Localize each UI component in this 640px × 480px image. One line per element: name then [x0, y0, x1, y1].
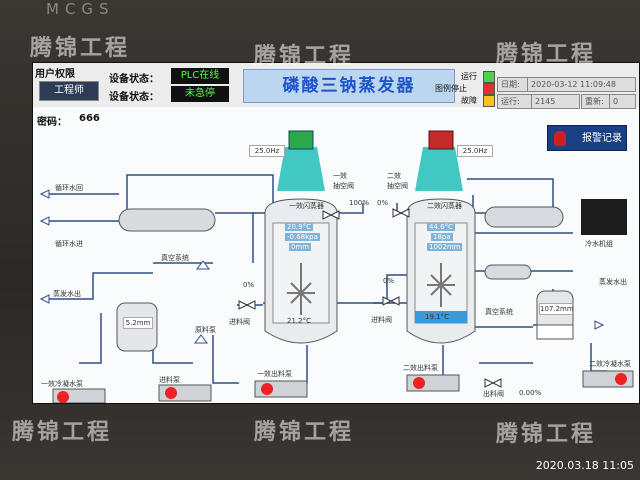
password-value: 666 — [79, 113, 100, 124]
legend-stop-led — [483, 83, 495, 95]
evaporator-2-mist — [415, 147, 463, 191]
photo-timestamp: 2020.03.18 11:05 — [535, 459, 634, 472]
evaporator-2-level-fill — [415, 311, 467, 323]
evaporator-1-mist — [277, 147, 325, 191]
tank-2-value: 107.2mm — [539, 303, 574, 315]
raw-material-pump-label: 原料泵 — [195, 326, 216, 334]
watermark-top-right: 腾锦工程 — [496, 42, 597, 67]
motor-2 — [428, 130, 454, 150]
tank-2-level — [536, 324, 574, 340]
legend-run-led — [483, 71, 495, 83]
evaporator-1-level-small: 0mm — [289, 243, 312, 251]
alarm-record-button[interactable]: 报警记录 — [547, 125, 627, 151]
vacuum-valve-1-pct: 100% — [349, 199, 370, 207]
user-permission-label: 用户权限 — [35, 69, 75, 80]
feed-valve-1-pct: 0% — [243, 281, 255, 289]
feed-valve-2-pct: 0% — [383, 277, 395, 285]
vacuum-valve-2-label: 二效 抽空阀 — [387, 172, 408, 190]
vacuum-valve-1-label: 一效 抽空阀 — [333, 172, 354, 190]
evaporator-1-label: 一效闪蒸器 — [289, 202, 324, 210]
vacuum-system-2-label: 真空系统 — [485, 308, 513, 316]
motor2-frequency: 25.0Hz — [457, 145, 493, 157]
cold-machine-label: 冷水机组 — [585, 240, 613, 248]
feed-valve-2-icon — [382, 296, 393, 306]
evaporator-2-label: 二效闪蒸器 — [427, 202, 462, 210]
vacuum-valve-2-pct: 0% — [377, 199, 389, 207]
agitator-2 — [427, 263, 455, 307]
evaporator-2-temp: 44.6°C — [427, 223, 455, 231]
steam-out-2-label: 蒸发水出 — [599, 278, 627, 286]
alarm-bell-icon — [554, 131, 566, 146]
evaporator-2-pressure: 18pa — [431, 233, 453, 241]
estop-status-indicator: 未急停 — [171, 86, 229, 102]
condenser-3 — [484, 264, 532, 280]
watermark-bottom-right: 腾锦工程 — [496, 422, 597, 447]
watermark-top-left: 腾锦工程 — [30, 36, 131, 61]
motor-1 — [288, 130, 314, 150]
password-label: 密码： — [37, 117, 67, 128]
run-value: 2145 — [531, 94, 580, 109]
feed-valve-1-icon — [238, 300, 249, 310]
evaporator-1-temp: 20.9°C — [285, 223, 313, 231]
feed-valve-2-label: 进料阀 — [371, 316, 392, 324]
pump-4-status-icon — [413, 377, 425, 389]
out-pump-1-label: 一效出料泵 — [257, 370, 292, 378]
flow-arrows — [39, 189, 605, 344]
motor1-frequency: 25.0Hz — [249, 145, 285, 157]
vacuum-valve-1-icon — [322, 210, 333, 220]
pump-2-status-icon — [165, 387, 177, 399]
pumps — [52, 370, 634, 403]
evaporator-1-pressure: -0.68kpa — [285, 233, 320, 241]
engineer-button[interactable]: 工程师 — [39, 81, 99, 101]
watermark-top-center: 腾锦工程 — [254, 44, 355, 69]
feed-pump-label: 进料泵 — [159, 376, 180, 384]
process-diagram — [39, 130, 634, 403]
circulating-water-in-label: 循环水进 — [55, 240, 83, 248]
agitator-1 — [287, 263, 315, 315]
flow-value: 0.00% — [519, 389, 542, 397]
device-status-label-2: 设备状态： — [109, 92, 159, 103]
qty-value: 0 — [609, 94, 636, 109]
condensate-pump-1-label: 一效冷凝水泵 — [41, 380, 83, 388]
watermark-bottom-center: 腾锦工程 — [254, 420, 355, 445]
date-value: 2020-03-12 11:09:48 — [527, 77, 636, 92]
cold-machine — [581, 199, 627, 235]
out-valve-label: 出料阀 — [483, 390, 504, 398]
evaporator-2-level-small: 1002mm — [427, 243, 463, 251]
vacuum-valve-2-icon — [392, 208, 403, 218]
condenser-2 — [484, 206, 564, 228]
vacuum-system-label: 真空系统 — [161, 254, 189, 262]
device-status-label-1: 设备状态： — [109, 74, 159, 85]
condensate-pump-2-label: 二效冷凝水泵 — [589, 360, 631, 368]
hmi-screen: 用户权限 工程师 设备状态： PLC在线 设备状态： 未急停 磷酸三钠蒸发器 运… — [32, 62, 640, 404]
page-title: 磷酸三钠蒸发器 — [243, 69, 455, 103]
legend-fault-label: 故障 — [461, 96, 477, 105]
plc-status-indicator: PLC在线 — [171, 68, 229, 84]
feed-valve-1-label: 进料阀 — [229, 318, 250, 326]
valves — [238, 208, 502, 388]
alarm-record-label: 报警记录 — [582, 133, 622, 144]
brand-logo: MCGS — [46, 0, 115, 18]
condenser-1 — [118, 208, 216, 232]
pump-5-status-icon — [615, 373, 627, 385]
legend-run-label: 运行 — [461, 72, 477, 81]
legend-stop-label: 图例停止 — [435, 84, 467, 93]
watermark-bottom-left: 腾锦工程 — [12, 420, 113, 445]
evaporator-1-bottom-temp: 21.2°C — [287, 317, 311, 325]
pump-1-status-icon — [57, 391, 69, 403]
out-valve-icon — [484, 378, 495, 388]
out-pump-2-label: 二效出料泵 — [403, 364, 438, 372]
circulating-water-return-label: 循环水回 — [55, 184, 83, 192]
evaporator-2-bottom-temp: 19.1°C — [425, 313, 449, 321]
steam-out-label: 蒸发水出 — [53, 290, 81, 298]
pump-3-status-icon — [261, 383, 273, 395]
tank-1-value: 5.2mm — [123, 317, 153, 329]
legend-fault-led — [483, 95, 495, 107]
